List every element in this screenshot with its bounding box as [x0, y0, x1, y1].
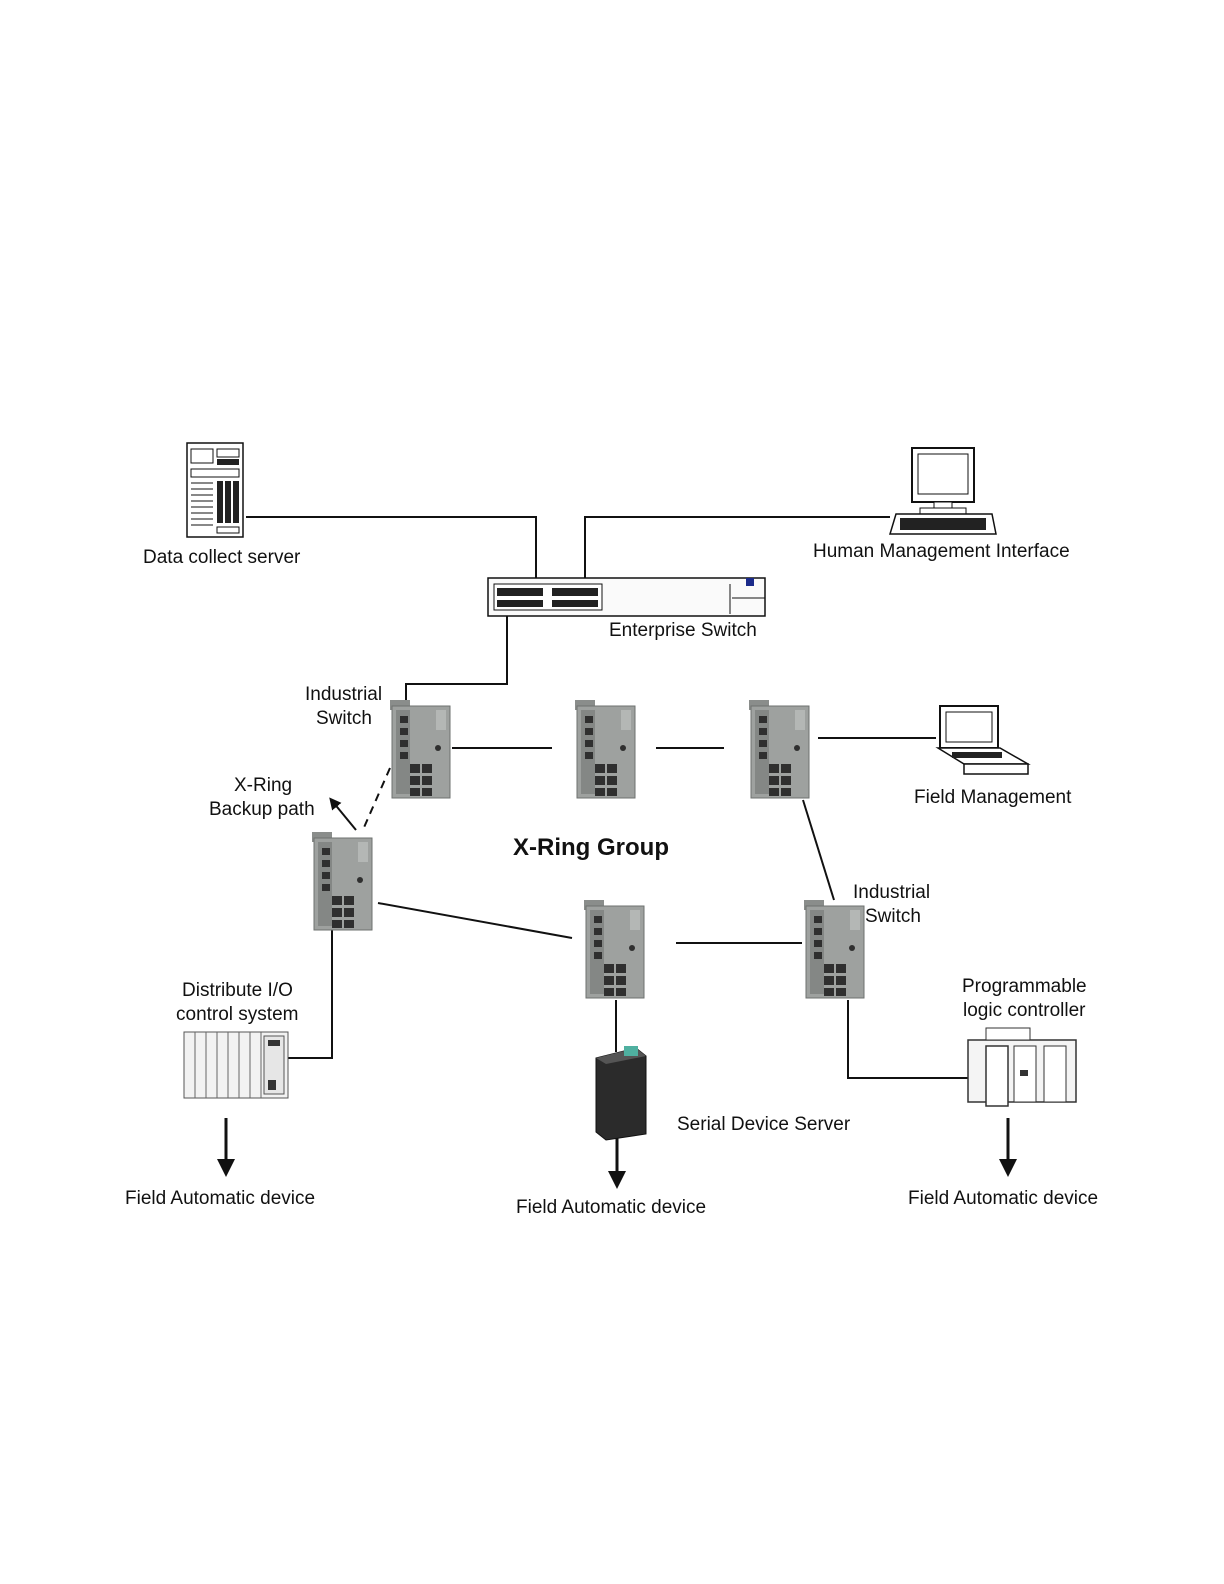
plc-label-line2: logic controller [963, 1000, 1086, 1021]
distribute-io-label-line2: control system [176, 1004, 298, 1025]
industrial-switch-bottom-center-icon [584, 900, 644, 998]
wire-backup-path-dashed [362, 768, 390, 832]
human-management-interface-label: Human Management Interface [813, 541, 1070, 562]
industrial-switch-right-label-line1: Industrial [853, 882, 930, 903]
field-device-right-label: Field Automatic device [908, 1188, 1098, 1209]
enterprise-switch-icon [488, 578, 765, 616]
field-device-center-label: Field Automatic device [516, 1197, 706, 1218]
field-device-left-label: Field Automatic device [125, 1188, 315, 1209]
field-management-label: Field Management [914, 787, 1072, 808]
industrial-switch-right-label-line2: Switch [865, 906, 921, 927]
industrial-switch-top-label-line2: Switch [316, 708, 372, 729]
human-management-interface-icon [890, 448, 996, 534]
plc-label-line1: Programmable [962, 976, 1087, 997]
industrial-switch-top-label-line1: Industrial [305, 684, 382, 705]
industrial-switch-top-left-icon [390, 700, 450, 798]
serial-device-server-label: Serial Device Server [677, 1114, 851, 1135]
wire-ring-right [803, 800, 834, 900]
data-collect-server-icon [187, 443, 243, 537]
enterprise-switch-label: Enterprise Switch [609, 620, 757, 641]
wire-plc [848, 1000, 968, 1078]
serial-device-server-icon [596, 1046, 646, 1140]
distribute-io-system-icon [184, 1032, 288, 1098]
wire-enterprise-to-industrial [406, 616, 507, 700]
backup-path-arrow [333, 802, 356, 830]
wire-distribute-io [288, 930, 332, 1058]
plc-icon [968, 1028, 1076, 1106]
data-collect-server-label: Data collect server [143, 547, 301, 568]
industrial-switch-bottom-right-icon [804, 900, 864, 998]
field-management-laptop-icon [938, 706, 1028, 774]
xring-backup-label-line1: X-Ring [234, 775, 292, 796]
xring-backup-label-line2: Backup path [209, 799, 315, 820]
industrial-switch-left-icon [312, 832, 372, 930]
distribute-io-label-line1: Distribute I/O [182, 980, 293, 1001]
industrial-switch-top-right-icon [749, 700, 809, 798]
industrial-switch-top-center-icon [575, 700, 635, 798]
xring-group-title: X-Ring Group [513, 834, 669, 861]
wire-ring-bottom-left [378, 903, 572, 938]
